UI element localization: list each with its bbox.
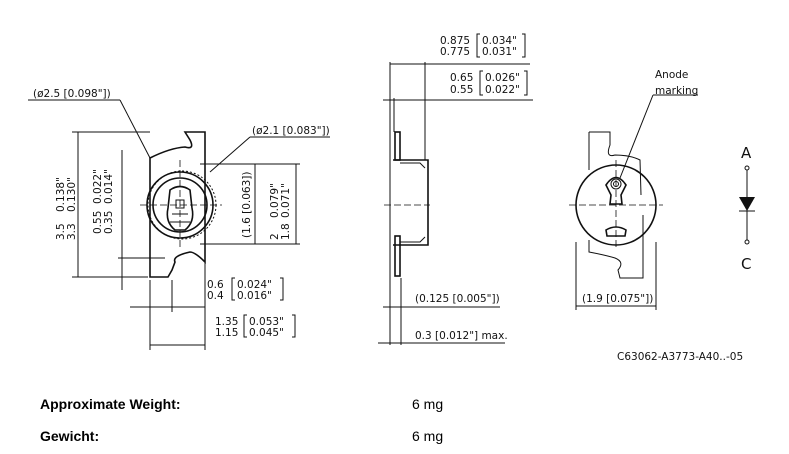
- dim-width-max: 1.35: [215, 316, 238, 328]
- weight-value: 6 mg: [412, 396, 444, 412]
- gewicht-label: Gewicht:: [40, 428, 100, 444]
- dim-height-in-max: 0.138": [55, 177, 67, 212]
- dim-offset-max: 0.55: [92, 211, 104, 234]
- dim-lead-max: 0.3 [0.012"] max.: [415, 330, 508, 342]
- dim-offset-in-max: 0.022": [92, 169, 104, 204]
- package-outline-drawing: (ø2.5 [0.098"]) (ø2.1 [0.083"]) 3.5 3.3 …: [28, 33, 755, 363]
- dim-tab-in-max: 0.024": [237, 279, 272, 291]
- gewicht-value: 6 mg: [412, 428, 444, 444]
- dim-height-min: 3.3: [66, 223, 78, 240]
- dim-lead-thickness: (0.125 [0.005"]): [415, 293, 500, 305]
- dim-height-in-min: 0.130": [66, 177, 78, 212]
- back-view: Anode marking (1.9 [0.075"]): [569, 69, 698, 310]
- dim-offset-min: 0.35: [103, 211, 115, 234]
- dim-tab-max: 0.6: [207, 279, 224, 291]
- dim-offset-in-min: 0.014": [103, 169, 115, 204]
- weight-label: Approximate Weight:: [40, 396, 181, 412]
- dim-lens-in-min: 0.022": [485, 84, 520, 96]
- dim-width-in-max: 0.053": [249, 316, 284, 328]
- dim-lens-height: (1.6 [0.063]): [241, 172, 253, 238]
- dim-body-in-max: 0.079": [269, 183, 281, 218]
- diode-symbol-icon: A C: [739, 144, 755, 273]
- front-view: (ø2.5 [0.098"]) (ø2.1 [0.083"]) 3.5 3.3 …: [28, 88, 330, 350]
- dim-tab-in-min: 0.016": [237, 290, 272, 302]
- anode-marking-label-1: Anode: [655, 69, 688, 81]
- dim-depth-max: 0.875: [440, 35, 470, 47]
- dim-height-max: 3.5: [55, 223, 67, 240]
- dim-inner-diameter: (ø2.1 [0.083"]): [252, 125, 330, 137]
- anode-label: A: [741, 144, 752, 162]
- dim-width-in-min: 0.045": [249, 327, 284, 339]
- dim-body-max: 2: [269, 233, 281, 240]
- dim-depth-min: 0.775: [440, 46, 470, 58]
- dim-outer-diameter: (ø2.5 [0.098"]): [33, 88, 111, 100]
- dim-back-diameter: (1.9 [0.075"]): [582, 293, 653, 305]
- dim-body-in-min: 0.071": [280, 183, 292, 218]
- dim-lens-in-max: 0.026": [485, 72, 520, 84]
- anode-marking-label-2: marking: [655, 85, 698, 97]
- cathode-label: C: [741, 255, 751, 273]
- dim-tab-min: 0.4: [207, 290, 224, 302]
- dim-depth-in-min: 0.031": [482, 46, 517, 58]
- drawing-number: C63062-A3773-A40..-05: [617, 351, 743, 363]
- dim-depth-in-max: 0.034": [482, 35, 517, 47]
- side-view: 0.875 0.775 0.034" 0.031" 0.65 0.55 0.02…: [378, 33, 533, 345]
- dim-lens-min: 0.55: [450, 84, 473, 96]
- dim-body-min: 1.8: [280, 223, 292, 240]
- dim-lens-max: 0.65: [450, 72, 473, 84]
- dim-width-min: 1.15: [215, 327, 238, 339]
